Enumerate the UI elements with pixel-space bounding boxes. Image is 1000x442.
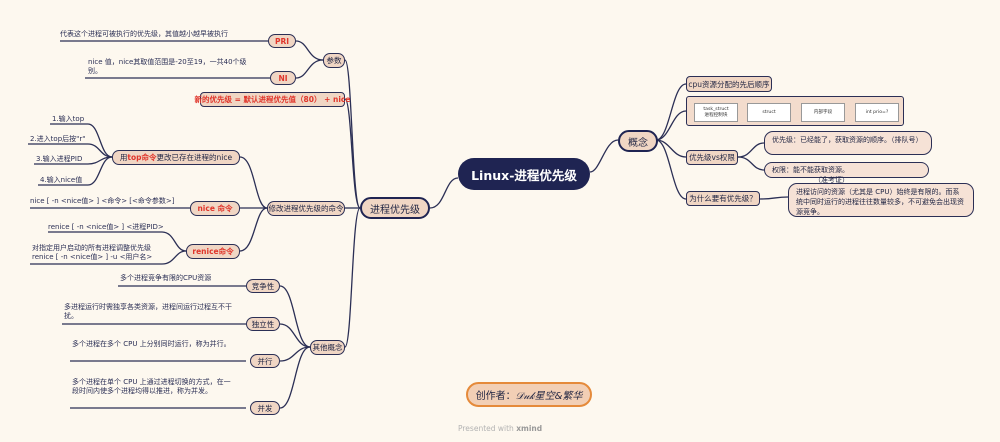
independence-description: 多进程运行时需独享各类资源，进程间运行过程互不干扰。 (64, 303, 232, 321)
topic-process-priority[interactable]: 进程优先级 (360, 197, 430, 219)
top-step-1-text: 1.输入top (52, 115, 85, 123)
concept-competitive[interactable]: 竞争性 (246, 279, 280, 293)
competitive-description: 多个进程竞争有限的CPU资源 (120, 274, 211, 283)
top-step-4-text: 4.输入nice值 (40, 176, 83, 184)
diagram-pcb-label: 进程控制块 (704, 112, 728, 118)
topic-modify-commands[interactable]: 修改进程优先级的命令 (267, 201, 345, 216)
top-step-1: 1.输入top (52, 115, 84, 124)
priority-definition-text: 优先级：已经能了，获取资源的顺序。（排队号） (772, 136, 923, 144)
topic-concept[interactable]: 概念 (618, 130, 658, 152)
diagram-prio: int prio=? (855, 103, 899, 122)
diagram-prio-label: int prio=? (865, 109, 889, 115)
footer-text: Presented with (458, 424, 517, 433)
diagram-task-struct-label: task_struct (703, 106, 729, 112)
topic-priority-vs-permission[interactable]: 优先级vs权限 (686, 150, 738, 165)
top-post: 更改已存在进程的nice (156, 153, 233, 162)
parallel-description: 多个进程在多个 CPU 上分别同时运行，称为并行。 (72, 340, 234, 349)
param-pri[interactable]: PRI (268, 34, 296, 48)
renice-usage-user-cmd: renice [ -n <nice值> ] -u <用户名> (32, 253, 153, 261)
concept-concurrent-label: 并发 (257, 403, 273, 413)
root-label: Linux-进程优先级 (471, 167, 577, 183)
concurrent-description-text: 多个进程在单个 CPU 上通过进程切换的方式，在一段时间内使多个进程均得以推进，… (72, 378, 231, 395)
diagram-fields-label: 内部字段 (813, 109, 833, 115)
nice-command-node[interactable]: nice 命令 (190, 201, 240, 216)
topic-pvp-label: 优先级vs权限 (689, 153, 735, 162)
concept-parallel[interactable]: 并行 (250, 354, 280, 368)
ni-description: nice 值，nice其取值范围是-20至19，一共40个级别。 (88, 58, 250, 76)
concept-independence-label: 独立性 (251, 319, 275, 329)
top-step-3-text: 3.输入进程PID (36, 155, 83, 163)
permission-definition: 权限：能不能获取资源。 （准考证） (764, 162, 929, 184)
concurrent-description: 多个进程在单个 CPU 上通过进程切换的方式，在一段时间内使多个进程均得以推进，… (72, 378, 234, 396)
renice-command-node[interactable]: renice命令 (186, 244, 240, 259)
concept-competitive-label: 竞争性 (251, 281, 275, 291)
diagram-struct-label: struct (762, 109, 776, 115)
nice-usage: nice [ -n <nice值> ] <命令> [<命令参数>] (30, 197, 175, 206)
priority-definition: 优先级：已经能了，获取资源的顺序。（排队号） (764, 131, 932, 155)
diagram-fields: 内部字段 (801, 103, 845, 122)
pri-description: 代表这个进程可被执行的优先级，其值越小越早被执行 (60, 30, 228, 39)
parallel-description-text: 多个进程在多个 CPU 上分别同时运行，称为并行。 (72, 340, 231, 348)
why-priority-explanation: 进程访问的资源（尤其是 CPU）始终是有限的。而系统中同时运行的进程往往数量较多… (788, 183, 974, 217)
topic-cpu-order-label: cpu资源分配的先后顺序 (688, 79, 770, 89)
topic-why-label: 为什么要有优先级？ (689, 194, 757, 203)
topic-why-priority[interactable]: 为什么要有优先级？ (686, 191, 760, 206)
top-cmd: top命令 (127, 153, 157, 162)
permission-note: （准考证） (814, 176, 849, 184)
top-step-3: 3.输入进程PID (36, 155, 82, 164)
nice-usage-text: nice [ -n <nice值> ] <命令> [<命令参数>] (30, 197, 175, 205)
root-topic[interactable]: Linux-进程优先级 (458, 158, 590, 190)
renice-command-label: renice命令 (192, 247, 234, 256)
why-priority-text: 进程访问的资源（尤其是 CPU）始终是有限的。而系统中同时运行的进程往往数量较多… (796, 188, 964, 216)
topic-concept-label: 概念 (628, 137, 648, 149)
topic-other-concepts[interactable]: 其他概念 (310, 340, 345, 355)
top-command-node[interactable]: 用 top命令 更改已存在进程的nice (112, 150, 240, 165)
author-name: 𝒟𝓊𝓀星空&繁华 (515, 391, 583, 402)
concept-concurrent[interactable]: 并发 (250, 401, 280, 415)
author-badge: 创作者：𝒟𝓊𝓀星空&繁华 (466, 382, 592, 407)
permission-definition-text: 权限：能不能获取资源。 (772, 166, 849, 174)
top-step-2: 2.进入top后按"r" (30, 135, 85, 144)
topic-modify-label: 修改进程优先级的命令 (268, 204, 344, 213)
xmind-footer: Presented with xmind (458, 424, 542, 433)
ni-description-text: nice 值，nice其取值范围是-20至19，一共40个级别。 (88, 58, 247, 75)
pri-description-text: 代表这个进程可被执行的优先级，其值越小越早被执行 (60, 30, 228, 38)
xmind-brand: xmind (516, 424, 543, 433)
renice-usage-pid: renice [ -n <nice值> ] <进程PID> (48, 223, 164, 232)
topic-params[interactable]: 参数 (323, 53, 345, 68)
param-pri-label: PRI (274, 36, 290, 46)
top-pre: 用 (119, 153, 128, 162)
nice-command-label: nice 命令 (197, 204, 233, 213)
independence-description-text: 多进程运行时需独享各类资源，进程间运行过程互不干扰。 (64, 303, 232, 320)
competitive-description-text: 多个进程竞争有限的CPU资源 (120, 274, 212, 282)
topic-cpu-order[interactable]: cpu资源分配的先后顺序 (686, 76, 772, 92)
renice-usage-user-desc: 对指定用户启动的所有进程调整优先级 (32, 244, 151, 252)
concept-independence[interactable]: 独立性 (246, 317, 280, 331)
new-priority-formula[interactable]: 新的优先级 = 默认进程优先值（80） + nice (195, 92, 350, 107)
top-step-2-text: 2.进入top后按"r" (30, 135, 86, 143)
new-priority-formula-text: 新的优先级 = 默认进程优先值（80） + nice (194, 95, 351, 104)
topic-params-label: 参数 (326, 56, 342, 65)
param-ni-label: NI (278, 73, 288, 83)
renice-usage-pid-text: renice [ -n <nice值> ] <进程PID> (48, 223, 164, 231)
topic-other-label: 其他概念 (312, 343, 343, 352)
diagram-struct: struct (747, 103, 791, 122)
topic-process-priority-label: 进程优先级 (370, 204, 420, 216)
concept-parallel-label: 并行 (257, 356, 273, 366)
param-ni[interactable]: NI (270, 71, 296, 85)
author-prefix: 创作者： (475, 391, 516, 402)
top-step-4: 4.输入nice值 (40, 176, 82, 185)
